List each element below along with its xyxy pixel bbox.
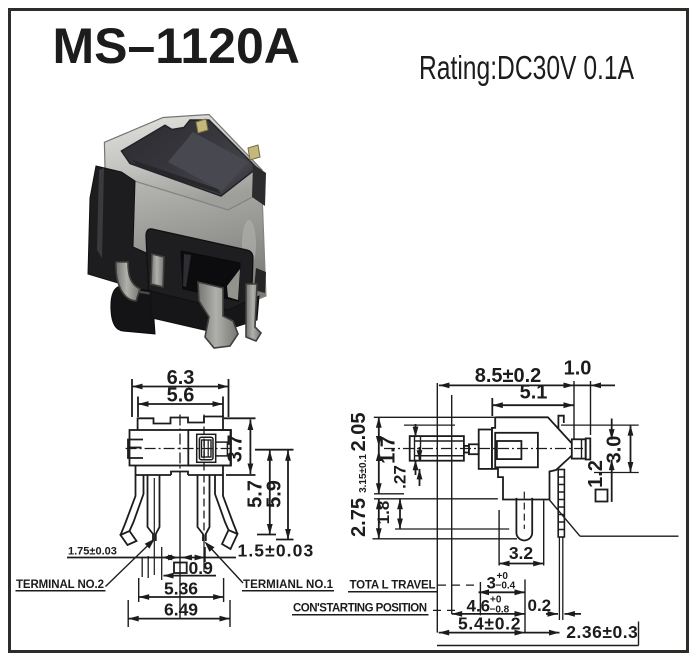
svg-text:3.7: 3.7 bbox=[225, 435, 247, 463]
svg-text:+0: +0 bbox=[490, 595, 502, 606]
svg-text:5.1: 5.1 bbox=[520, 382, 548, 404]
svg-text:Rating:DC30V 0.1A: Rating:DC30V 0.1A bbox=[419, 49, 634, 86]
svg-text:2.05: 2.05 bbox=[348, 413, 370, 452]
svg-text:3: 3 bbox=[487, 574, 496, 593]
svg-text:5.4±0.2: 5.4±0.2 bbox=[458, 614, 521, 634]
svg-text:0.2: 0.2 bbox=[528, 596, 552, 615]
svg-text:6.49: 6.49 bbox=[164, 600, 198, 620]
svg-text:5.6: 5.6 bbox=[167, 385, 195, 407]
svg-text:5.7: 5.7 bbox=[245, 480, 267, 508]
svg-text:1.75±0.03: 1.75±0.03 bbox=[68, 546, 117, 558]
svg-text:2.75: 2.75 bbox=[348, 498, 370, 537]
svg-text:TERMIANL NO.1: TERMIANL NO.1 bbox=[243, 579, 334, 591]
svg-text:TERMINAL NO.2: TERMINAL NO.2 bbox=[16, 579, 104, 591]
svg-text:1.5±0.03: 1.5±0.03 bbox=[238, 541, 315, 561]
svg-text:3.2: 3.2 bbox=[509, 543, 534, 563]
svg-text:+0: +0 bbox=[497, 571, 509, 582]
svg-text:TOTA L TRAVEL: TOTA L TRAVEL bbox=[350, 580, 436, 592]
svg-text:0.9: 0.9 bbox=[189, 558, 214, 578]
svg-text:3.0: 3.0 bbox=[604, 436, 626, 464]
svg-text:4.6: 4.6 bbox=[467, 597, 491, 616]
svg-text:1.8: 1.8 bbox=[374, 501, 393, 525]
svg-text:6.3: 6.3 bbox=[167, 367, 195, 389]
svg-text:2.36±0.3: 2.36±0.3 bbox=[566, 622, 638, 642]
svg-text:MS–1120A: MS–1120A bbox=[53, 18, 300, 74]
svg-text:.27: .27 bbox=[391, 465, 410, 489]
svg-text:8.5±0.2: 8.5±0.2 bbox=[475, 365, 542, 387]
svg-text:5.9: 5.9 bbox=[264, 480, 286, 508]
svg-text:−0.8: −0.8 bbox=[490, 605, 510, 616]
svg-text:5.36: 5.36 bbox=[164, 579, 198, 599]
svg-text:1.7: 1.7 bbox=[378, 436, 400, 464]
svg-text:CON'STARTING POSITION: CON'STARTING POSITION bbox=[293, 603, 427, 615]
svg-text:1.0: 1.0 bbox=[564, 358, 592, 380]
svg-text:−0.4: −0.4 bbox=[496, 581, 516, 592]
svg-text:3.15±0.1: 3.15±0.1 bbox=[358, 454, 369, 493]
svg-text:1.2: 1.2 bbox=[585, 460, 607, 488]
